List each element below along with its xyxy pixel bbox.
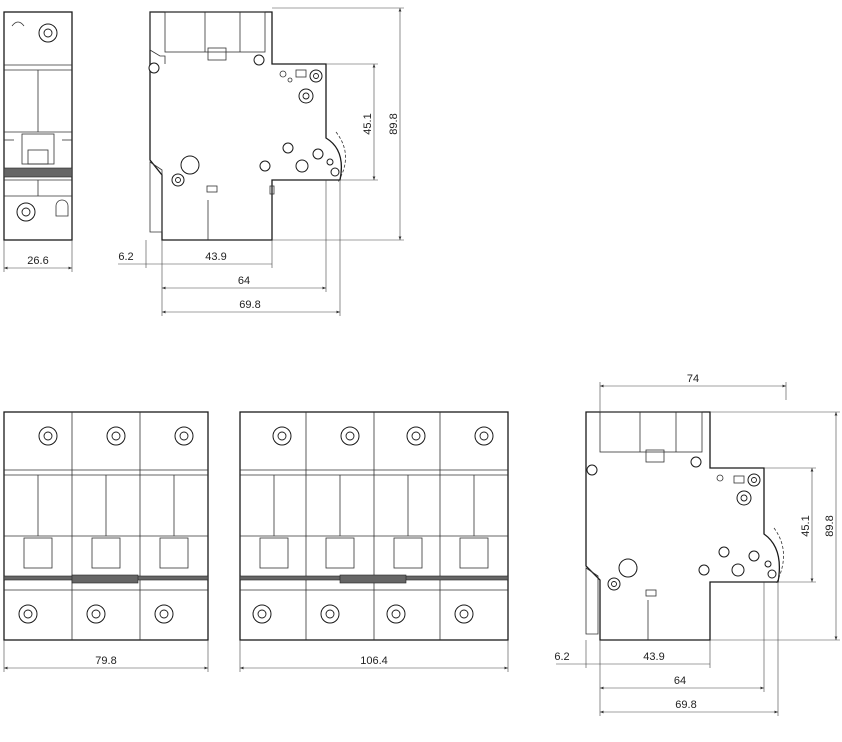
dinrail-clip-bar xyxy=(3,167,73,178)
width-label-3p: 79.8 xyxy=(95,655,116,667)
side-view-top: 45.1 89.8 6.2 43.9 64 69.8 xyxy=(118,7,404,316)
depth-front-label: 64 xyxy=(674,675,686,687)
rail-offset-label: 6.2 xyxy=(118,251,133,263)
total-height-label: 89.8 xyxy=(824,515,836,536)
depth-front-label: 64 xyxy=(238,275,250,287)
depth-total-label: 69.8 xyxy=(239,299,260,311)
front-height-label: 45.1 xyxy=(362,113,374,134)
depth-to-step-label: 43.9 xyxy=(205,251,226,263)
front-height-label: 45.1 xyxy=(800,515,812,536)
top-width-label: 74 xyxy=(687,373,699,385)
front-view-4p: 106.4 xyxy=(239,411,509,672)
width-label-1p: 26.6 xyxy=(27,255,48,267)
depth-to-step-label: 43.9 xyxy=(643,651,664,663)
side-view-bottom: 45.1 89.8 74 6.2 43.9 64 69.8 xyxy=(554,373,840,716)
front-view-1p: 26.6 xyxy=(3,11,73,272)
rail-offset-label: 6.2 xyxy=(554,651,569,663)
depth-total-label: 69.8 xyxy=(675,699,696,711)
width-label-4p: 106.4 xyxy=(360,655,388,667)
front-view-3p: 79.8 xyxy=(3,411,209,672)
total-height-label: 89.8 xyxy=(388,113,400,134)
